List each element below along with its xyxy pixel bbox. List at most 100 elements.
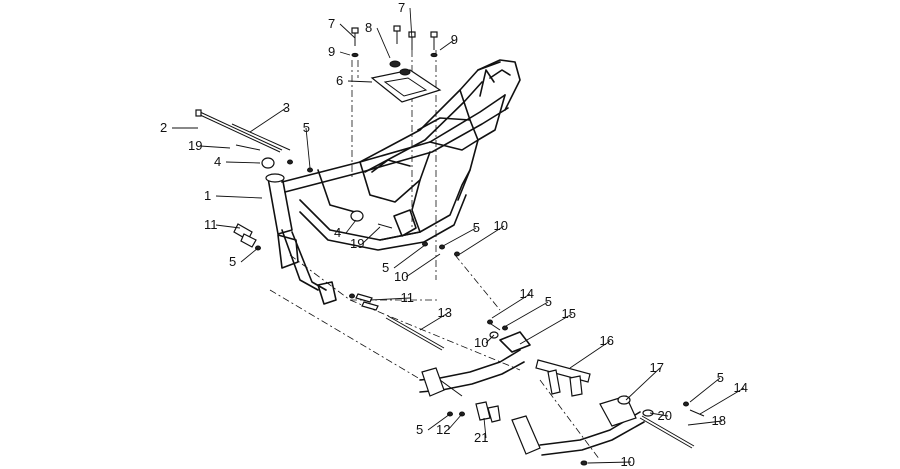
- callout-23: 5: [505, 294, 552, 327]
- callout-number: 6: [336, 73, 343, 88]
- callout-26: 10: [474, 334, 495, 350]
- callout-leader: [587, 461, 632, 464]
- callout-number: 11: [401, 290, 415, 305]
- callout-leader: [569, 340, 611, 369]
- callout-number: 9: [328, 44, 335, 59]
- callout-30: 14: [699, 380, 748, 415]
- callout-5: 9: [439, 32, 458, 51]
- callout-number: 19: [188, 138, 202, 153]
- callout-27: 16: [569, 333, 614, 369]
- callout-24: 13: [419, 305, 452, 331]
- callout-8: 2: [160, 120, 198, 135]
- callout-number: 3: [283, 100, 290, 115]
- callout-number: 4: [214, 154, 221, 169]
- callout-number: 11: [204, 217, 218, 232]
- battery-tray: [370, 60, 442, 103]
- long-bolts: [195, 109, 313, 173]
- callout-leader: [339, 51, 351, 56]
- callout-leader: [215, 224, 241, 229]
- callout-leader: [361, 226, 381, 245]
- callout-leader: [339, 23, 356, 39]
- callout-36: 10: [587, 454, 635, 469]
- callout-32: 18: [687, 413, 726, 428]
- callout-number: 10: [494, 218, 508, 233]
- callout-leader: [347, 80, 373, 83]
- callout-leader: [505, 301, 549, 327]
- callout-number: 20: [658, 408, 672, 423]
- callout-22: 14: [491, 286, 534, 319]
- callout-number: 13: [438, 305, 452, 320]
- callout-25: 15: [519, 306, 576, 345]
- callout-number: 14: [520, 286, 534, 301]
- callout-number: 5: [416, 422, 423, 437]
- callout-2: 8: [365, 20, 391, 59]
- frame-fasteners: [349, 241, 460, 311]
- callout-leader: [345, 219, 357, 234]
- callout-number: 21: [474, 430, 488, 445]
- callout-leader: [199, 145, 231, 149]
- callout-leader: [409, 7, 413, 41]
- callout-number: 9: [451, 32, 458, 47]
- callout-number: 10: [474, 335, 488, 350]
- callout-28: 17: [625, 360, 664, 401]
- callout-leader: [459, 225, 505, 255]
- callout-leader: [447, 413, 463, 431]
- callout-number: 8: [365, 20, 372, 35]
- callout-7: 3: [249, 100, 290, 133]
- callout-number: 10: [621, 454, 635, 469]
- callout-leader: [225, 161, 261, 164]
- callout-number: 5: [473, 220, 480, 235]
- callout-19: 5: [382, 244, 426, 275]
- callout-1: 7: [328, 16, 356, 39]
- callout-20: 10: [394, 253, 441, 284]
- side-stand: [511, 395, 705, 466]
- callout-17: 5: [442, 220, 480, 247]
- callout-leader: [442, 227, 477, 247]
- callout-number: 7: [398, 0, 405, 15]
- center-stand: [419, 319, 531, 397]
- stand-axle: [535, 359, 591, 397]
- callout-33: 5: [416, 413, 451, 437]
- callout-13: 11: [204, 217, 241, 232]
- callout-leader: [240, 247, 259, 263]
- callout-6: 6: [336, 73, 373, 88]
- bushings-left: [233, 210, 393, 251]
- callout-leader: [699, 387, 745, 415]
- callout-21: 11: [369, 290, 415, 305]
- callout-leader: [393, 244, 426, 269]
- callout-leader: [625, 367, 661, 401]
- callout-leader: [689, 377, 721, 403]
- callout-3: 7: [398, 0, 413, 41]
- callout-number: 1: [204, 188, 211, 203]
- callout-leader: [427, 413, 451, 431]
- callout-leader: [491, 293, 531, 319]
- callout-number: 5: [303, 120, 310, 135]
- callout-29: 5: [689, 370, 724, 403]
- callout-leader: [376, 27, 391, 59]
- callout-leader: [519, 313, 573, 345]
- main-frame: [265, 59, 521, 305]
- callout-leader: [369, 297, 411, 301]
- callout-number: 16: [600, 333, 614, 348]
- callout-31: 20: [649, 408, 672, 423]
- callout-leader: [485, 334, 495, 344]
- callout-number: 10: [394, 269, 408, 284]
- callout-15: 19: [350, 226, 381, 251]
- callout-number: 14: [734, 380, 748, 395]
- callout-18: 10: [459, 218, 508, 255]
- callout-number: 19: [350, 236, 364, 251]
- callout-number: 4: [334, 225, 341, 240]
- callout-leader: [405, 253, 441, 278]
- callout-number: 15: [562, 306, 576, 321]
- callout-10: 19: [188, 138, 231, 153]
- callout-number: 2: [160, 120, 167, 135]
- callout-leader: [305, 127, 311, 169]
- callout-4: 9: [328, 44, 351, 59]
- callout-leader: [249, 107, 287, 133]
- callout-leader: [419, 312, 449, 331]
- callout-number: 17: [650, 360, 664, 375]
- callout-number: 7: [328, 16, 335, 31]
- callout-number: 5: [229, 254, 236, 269]
